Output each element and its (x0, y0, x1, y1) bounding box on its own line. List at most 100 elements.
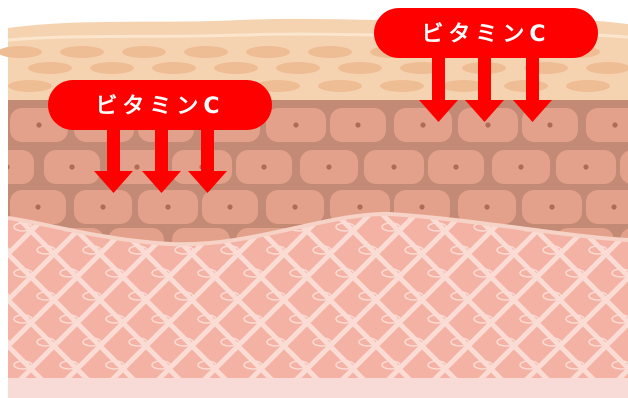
epidermis-cell (492, 150, 550, 184)
vitamin-c-callout-left: ビタミンC (48, 80, 272, 193)
fiber-cell (427, 360, 447, 370)
granule (276, 62, 320, 74)
fiber-cell (565, 314, 585, 324)
epidermis-cell (522, 190, 582, 224)
fiber-cell (220, 245, 240, 255)
granule (214, 62, 258, 74)
epidermis-cell (586, 190, 628, 224)
granule (28, 62, 72, 74)
down-arrow-icon (142, 120, 181, 193)
fiber-cell (565, 268, 585, 278)
fiber-cell (542, 337, 562, 347)
fiber-cell (404, 291, 424, 301)
fiber-cell (105, 314, 125, 324)
fiber-cell (588, 291, 608, 301)
fiber-cell (358, 245, 378, 255)
fiber-cell (59, 268, 79, 278)
fiber-cell (197, 314, 217, 324)
fiber-cell (381, 360, 401, 370)
fiber-cell (496, 291, 516, 301)
fiber-cell (243, 314, 263, 324)
fiber-cell (312, 337, 332, 347)
fiber-cell (519, 360, 539, 370)
fiber-cell (13, 360, 33, 370)
epidermis-cell (10, 190, 66, 224)
fiber-cell (59, 314, 79, 324)
fiber-cell (450, 291, 470, 301)
down-arrow-icon (419, 50, 458, 122)
fiber-cell (0, 384, 9, 392)
epidermis-cell (138, 190, 198, 224)
fiber-cell (266, 245, 286, 255)
fiber-cell (450, 245, 470, 255)
epidermis-cell (266, 108, 326, 142)
vitamin-c-badge-left (48, 80, 272, 130)
granule (122, 46, 166, 58)
fiber-cell (13, 314, 33, 324)
subcutis-layer (8, 378, 628, 398)
fiber-cell (128, 291, 148, 301)
fiber-cell (519, 268, 539, 278)
fiber-cell (174, 337, 194, 347)
fiber-cell (8, 337, 10, 347)
fiber-cell (473, 268, 493, 278)
fiber-cell (151, 360, 171, 370)
fiber-cell (59, 360, 79, 370)
fiber-cell (450, 337, 470, 347)
fiber-cell (611, 360, 628, 370)
fiber-cell (404, 245, 424, 255)
epidermis-cell (44, 150, 100, 184)
dermis-layer (0, 200, 628, 392)
epidermis-cell (74, 190, 132, 224)
fiber-cell (473, 314, 493, 324)
fiber-cell (335, 222, 355, 232)
granule (380, 80, 424, 92)
fiber-cell (381, 222, 401, 232)
epidermis-cell (202, 190, 258, 224)
granule (246, 46, 290, 58)
fiber-cell (611, 268, 628, 278)
epidermis-cell (458, 108, 518, 142)
fiber-cell (82, 245, 102, 255)
fiber-cell (266, 291, 286, 301)
fiber-cell (82, 291, 102, 301)
granule (566, 80, 610, 92)
fiber-cell (611, 314, 628, 324)
fiber-cell (427, 222, 447, 232)
fiber-cell (542, 245, 562, 255)
fiber-cell (82, 337, 102, 347)
granule (256, 80, 300, 92)
epidermis-cell (458, 190, 516, 224)
fiber-cell (335, 360, 355, 370)
epidermis-cell (300, 150, 358, 184)
fiber-cell (197, 360, 217, 370)
granule (60, 46, 104, 58)
fiber-cell (36, 245, 56, 255)
granule (152, 62, 196, 74)
fiber-cell (243, 360, 263, 370)
granule (318, 80, 362, 92)
down-arrow-icon (465, 50, 504, 122)
fiber-cell (13, 222, 33, 232)
epidermis-cell (428, 150, 484, 184)
fiber-cell (312, 245, 332, 255)
fiber-cell (243, 268, 263, 278)
fiber-cell (335, 314, 355, 324)
fiber-cell (36, 337, 56, 347)
fiber-cell (496, 337, 516, 347)
fiber-cell (473, 360, 493, 370)
fiber-cell (381, 268, 401, 278)
epidermis-cell (236, 150, 292, 184)
fiber-cell (0, 200, 9, 208)
granule (308, 46, 352, 58)
fiber-cell (519, 314, 539, 324)
fiber-cell (8, 291, 10, 301)
down-arrow-icon (188, 120, 227, 193)
fiber-cell (36, 291, 56, 301)
granule (184, 46, 228, 58)
fiber-cell (128, 337, 148, 347)
epidermis-cell (266, 190, 324, 224)
fiber-cell (151, 314, 171, 324)
fiber-cell (266, 337, 286, 347)
